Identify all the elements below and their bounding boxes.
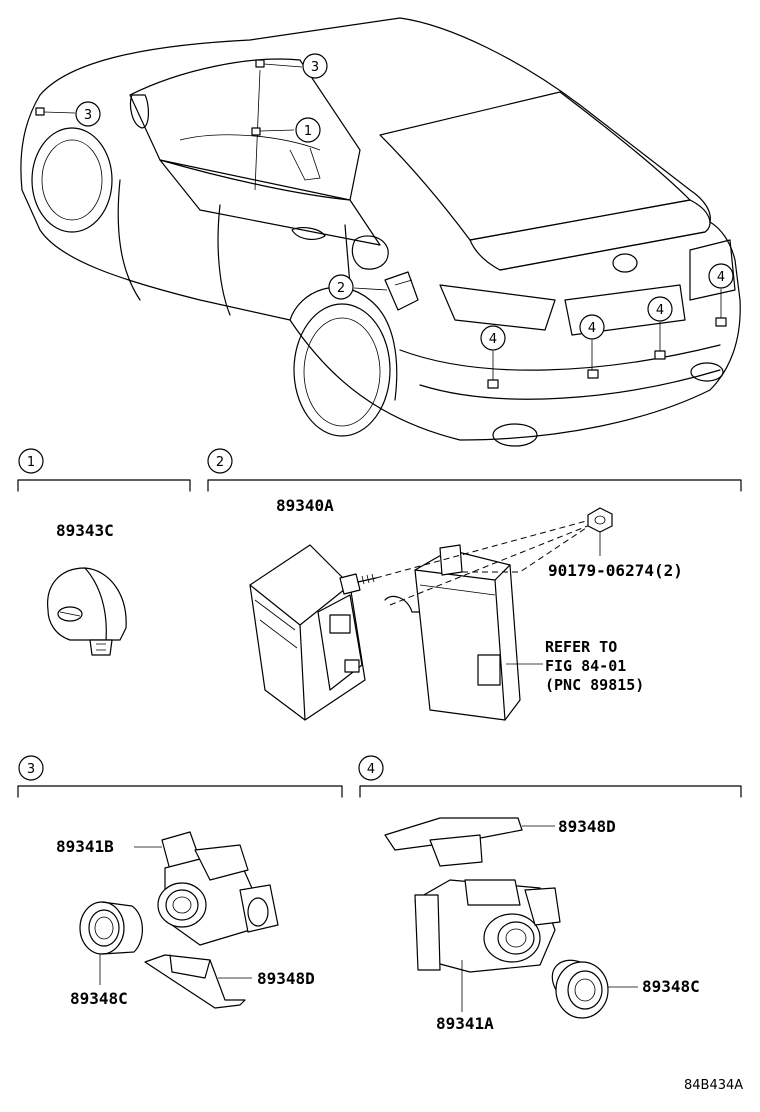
bracket-and-ecu-ref-drawing: [384, 544, 521, 721]
part-89343C-drawing: [47, 567, 127, 656]
part-89340A-drawing: [249, 544, 377, 721]
section-3-header: 3: [17, 755, 343, 798]
car-illustration: 3 3 1 2 4 4 4 4: [20, 17, 741, 447]
callout-3-left: 3: [75, 101, 101, 127]
figure-id: 84B434A: [684, 1078, 744, 1093]
part-89348D-right-drawing: [384, 817, 555, 867]
part-89348C-right-drawing: [551, 959, 638, 1019]
svg-text:3: 3: [311, 60, 319, 75]
svg-text:2: 2: [337, 281, 345, 296]
section-4-header: 4: [358, 755, 742, 798]
part-number-89348C-left: 89348C: [70, 989, 128, 1008]
callout-4-d: 4: [708, 263, 734, 289]
part-number-89343C: 89343C: [56, 521, 114, 540]
part-number-89341B: 89341B: [56, 837, 114, 856]
nut-90179-drawing: [587, 507, 613, 556]
part-number-89340A: 89340A: [276, 496, 334, 515]
svg-text:3: 3: [27, 762, 35, 777]
svg-text:4: 4: [588, 321, 596, 336]
callout-3-top: 3: [302, 53, 328, 79]
svg-text:4: 4: [489, 332, 497, 347]
part-number-89348D-right: 89348D: [558, 817, 616, 836]
callout-2-car: 2: [328, 274, 354, 300]
callout-4-c: 4: [647, 296, 673, 322]
svg-text:1: 1: [304, 124, 312, 139]
callout-1-car: 1: [295, 117, 321, 143]
section-1-header: 1: [17, 448, 191, 492]
callout-4-b: 4: [579, 314, 605, 340]
refer-note-line-1: REFER TO: [545, 638, 618, 656]
part-number-90179-06274: 90179-06274(2): [548, 561, 683, 580]
section-2-header: 2: [207, 448, 742, 492]
part-number-89348C-right: 89348C: [642, 977, 700, 996]
part-89341A-drawing: [414, 879, 561, 1012]
part-89348C-left-drawing: [79, 901, 143, 985]
refer-note-line-3: (PNC 89815): [545, 676, 645, 694]
refer-note: REFER TO FIG 84-01 (PNC 89815): [545, 638, 644, 695]
part-number-89348D-left: 89348D: [257, 969, 315, 988]
part-89341B-drawing: [134, 831, 279, 946]
callout-4-a: 4: [480, 325, 506, 351]
part-89348D-left-drawing: [144, 954, 252, 1009]
svg-text:1: 1: [27, 455, 35, 470]
refer-note-line-2: FIG 84-01: [545, 657, 627, 675]
svg-text:4: 4: [717, 270, 725, 285]
svg-text:4: 4: [367, 762, 375, 777]
svg-text:2: 2: [216, 455, 224, 470]
part-number-89341A: 89341A: [436, 1014, 494, 1033]
svg-text:3: 3: [84, 108, 92, 123]
svg-text:4: 4: [656, 303, 664, 318]
